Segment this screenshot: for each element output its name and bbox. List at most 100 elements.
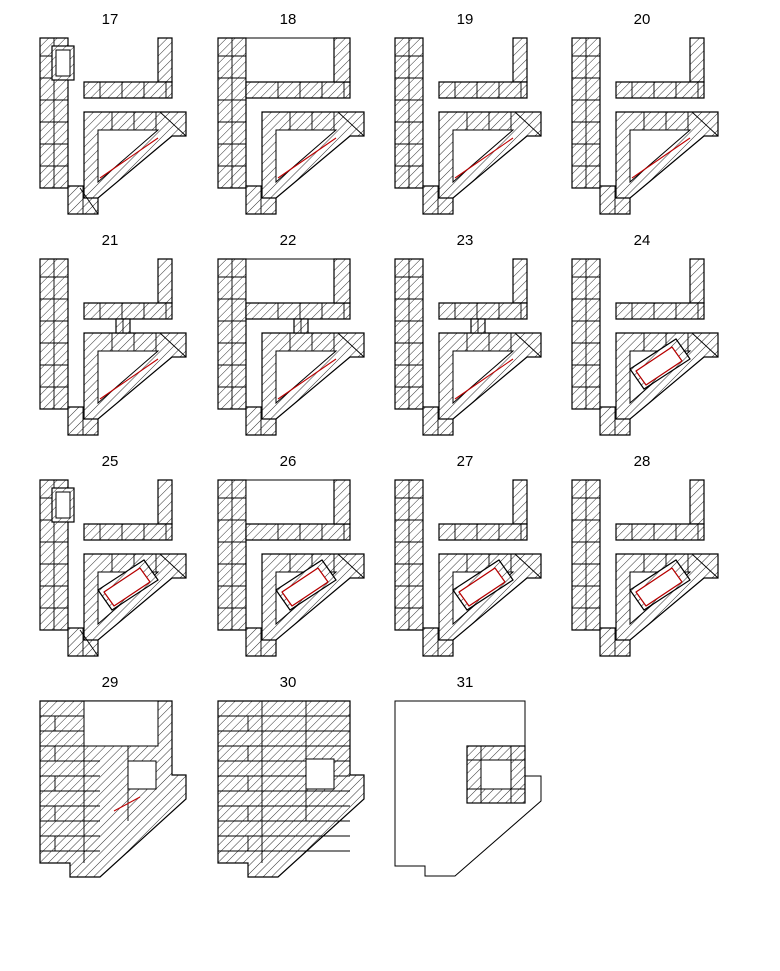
step-panel-21: 21 (39, 232, 187, 436)
step-panel-31: 31 (394, 674, 542, 877)
firebox-mark (458, 567, 496, 593)
top-right-wall (512, 258, 528, 304)
brick-seam (691, 553, 719, 579)
door-opening (55, 491, 71, 519)
firebox-mark (671, 567, 683, 583)
step-number: 18 (280, 11, 297, 28)
firebox-mark (635, 346, 673, 372)
top-divider (245, 302, 351, 320)
top-divider (615, 302, 705, 320)
brick-seam (337, 553, 365, 579)
step-panel-26: 26 (217, 453, 365, 657)
flue-mark (454, 137, 514, 179)
top-right-wall (333, 479, 351, 525)
step-panel-25: 25 (39, 453, 187, 657)
step-number: 31 (457, 674, 474, 691)
firebox-mark (139, 567, 151, 583)
step-panel-30: 30 (217, 674, 365, 878)
top-divider (83, 523, 173, 541)
open-flue (127, 760, 157, 790)
step-panel-23: 23 (394, 232, 542, 436)
top-divider (615, 523, 705, 541)
step-number: 30 (280, 674, 297, 691)
firebox-mark (103, 567, 141, 593)
open-flue (305, 758, 335, 790)
top-divider (615, 81, 705, 99)
firebox-mark (317, 567, 329, 583)
firebox-mark (113, 581, 151, 607)
firebox-mark (671, 346, 683, 362)
step-number: 19 (457, 11, 474, 28)
top-box-opening (245, 258, 351, 304)
step-number: 28 (634, 453, 651, 470)
top-right-wall (157, 37, 173, 83)
step-number: 17 (102, 11, 119, 28)
top-right-wall (157, 479, 173, 525)
swing-arc (79, 629, 99, 657)
step-number: 27 (457, 453, 474, 470)
top-divider (438, 81, 528, 99)
flue-mark (631, 137, 691, 179)
top-divider (438, 302, 528, 320)
step-number: 20 (634, 11, 651, 28)
top-divider (83, 81, 173, 99)
brick-seam (337, 111, 365, 137)
open-flue (83, 700, 159, 747)
firebox-mark (635, 567, 673, 593)
brick-seam (691, 332, 719, 358)
step-number: 24 (634, 232, 651, 249)
firebox-mark (494, 567, 506, 583)
top-right-wall (689, 258, 705, 304)
brick-seam (337, 332, 365, 358)
firebox-mark (103, 591, 115, 607)
top-right-wall (689, 479, 705, 525)
brick-mass (217, 700, 365, 878)
brick-seam (159, 332, 187, 358)
step-panel-24: 24 (571, 232, 719, 436)
top-box-opening (245, 37, 351, 83)
top-divider (83, 302, 173, 320)
step-number: 26 (280, 453, 297, 470)
step-panel-19: 19 (394, 11, 542, 215)
firebox-mark (645, 581, 683, 607)
step-panel-27: 27 (394, 453, 542, 657)
top-right-wall (333, 258, 351, 304)
top-right-wall (512, 37, 528, 83)
top-divider (245, 81, 351, 99)
flue-mark (277, 358, 337, 400)
step-panel-28: 28 (571, 453, 719, 657)
step-panel-17: 17 (39, 11, 187, 215)
flue-mark (454, 358, 514, 400)
chamber-opening (480, 759, 512, 790)
top-divider (245, 523, 351, 541)
step-panel-20: 20 (571, 11, 719, 215)
firebox-mark (113, 796, 141, 812)
brick-seam (691, 111, 719, 137)
top-right-wall (689, 37, 705, 83)
step-number: 23 (457, 232, 474, 249)
firebox-mark (458, 591, 470, 607)
firebox-mark (291, 581, 329, 607)
top-divider (438, 523, 528, 541)
step-number: 25 (102, 453, 119, 470)
swing-arc (79, 187, 99, 215)
top-right-wall (512, 479, 528, 525)
top-right-wall (157, 258, 173, 304)
step-panel-18: 18 (217, 11, 365, 215)
flue-mark (277, 137, 337, 179)
chamber-wall (466, 745, 526, 804)
top-right-wall (333, 37, 351, 83)
flue-mark (99, 137, 159, 179)
step-number: 22 (280, 232, 297, 249)
firebox-mark (635, 370, 647, 386)
brick-seam (514, 553, 542, 579)
step-number: 29 (102, 674, 119, 691)
brick-seam (159, 553, 187, 579)
firebox-mark (468, 581, 506, 607)
brick-seam (514, 332, 542, 358)
brick-seam (514, 111, 542, 137)
firebox-mark (281, 591, 293, 607)
step-panel-22: 22 (217, 232, 365, 436)
top-box-opening (245, 479, 351, 525)
